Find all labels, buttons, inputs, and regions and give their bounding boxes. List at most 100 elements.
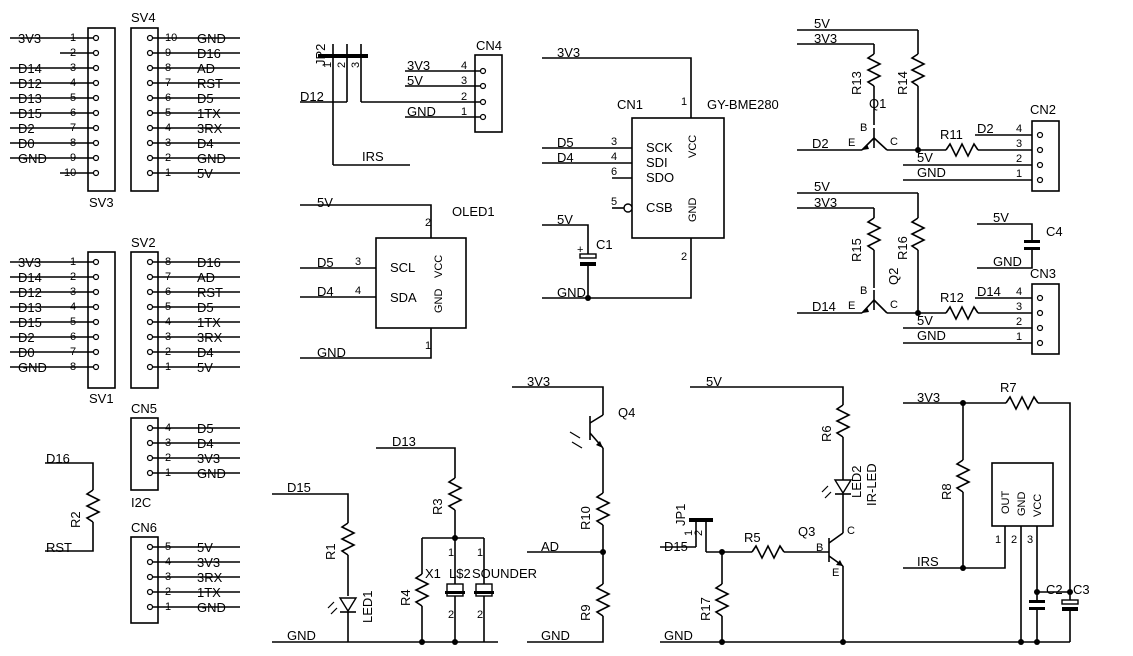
svg-text:R3: R3 xyxy=(430,498,445,515)
svg-text:8: 8 xyxy=(165,62,171,74)
oled1-ref: OLED1 xyxy=(452,204,495,219)
svg-text:CN2: CN2 xyxy=(1030,102,1056,117)
svg-text:D15: D15 xyxy=(287,480,311,495)
cn5-sub: I2C xyxy=(131,495,151,510)
svg-text:D5: D5 xyxy=(557,135,574,150)
svg-text:10: 10 xyxy=(64,167,76,179)
svg-text:E: E xyxy=(848,137,855,149)
sv1-net-1: 3V3 xyxy=(18,255,41,270)
svg-text:3: 3 xyxy=(355,256,361,268)
svg-text:2: 2 xyxy=(693,530,705,536)
sv4-net-8: AD xyxy=(197,61,215,76)
svg-text:C: C xyxy=(847,525,855,537)
svg-text:1: 1 xyxy=(448,547,454,559)
sv4-net-1: 5V xyxy=(197,166,213,181)
svg-text:2: 2 xyxy=(448,609,454,621)
svg-text:E: E xyxy=(848,300,855,312)
svg-text:2: 2 xyxy=(1016,316,1022,328)
svg-text:2: 2 xyxy=(1011,534,1017,546)
ir-led-stage: 5V R6 LED2 IR-LED Q3 B C E JP1 1 2 D15 R… xyxy=(660,374,1070,645)
svg-text:X1: X1 xyxy=(425,566,441,581)
sv4-net-3: D4 xyxy=(197,136,214,151)
svg-text:AD: AD xyxy=(541,539,559,554)
cn6-net-4: 3V3 xyxy=(197,555,220,570)
svg-text:3V3: 3V3 xyxy=(527,374,550,389)
q1-stage: 5V 3V3 R13 R14 Q1 B C E D2 R11 D2 5V xyxy=(797,16,1060,192)
svg-text:3: 3 xyxy=(611,136,617,148)
svg-text:D14: D14 xyxy=(812,299,836,314)
svg-text:Q4: Q4 xyxy=(618,405,635,420)
svg-text:1: 1 xyxy=(1016,168,1022,180)
sv2-net-2: D4 xyxy=(197,345,214,360)
svg-text:4: 4 xyxy=(165,316,171,328)
svg-text:R4: R4 xyxy=(398,589,413,606)
cn1-ref: CN1 xyxy=(617,97,643,112)
svg-text:R7: R7 xyxy=(1000,380,1017,395)
svg-text:6: 6 xyxy=(165,286,171,298)
svg-text:SCL: SCL xyxy=(390,260,415,275)
svg-text:CSB: CSB xyxy=(646,200,673,215)
svg-text:10: 10 xyxy=(165,32,177,44)
sv3-net-9: GND xyxy=(18,151,47,166)
sv1-net-3: D12 xyxy=(18,285,42,300)
svg-text:4: 4 xyxy=(70,301,76,313)
sv3-net-8: D0 xyxy=(18,136,35,151)
svg-text:3: 3 xyxy=(350,62,362,68)
svg-text:C3: C3 xyxy=(1073,582,1090,597)
bme280-label: GY-BME280 xyxy=(707,97,779,112)
svg-text:GND: GND xyxy=(287,628,316,643)
svg-text:4: 4 xyxy=(1016,123,1022,135)
svg-text:D12: D12 xyxy=(300,89,324,104)
bme280-module: CN1 GY-BME280 SCK SDI SDO CSB VCC GND 3V… xyxy=(542,45,779,301)
svg-text:B: B xyxy=(860,285,867,297)
sv3-net-5: D13 xyxy=(18,91,42,106)
sv2-net-5: D5 xyxy=(197,300,214,315)
svg-text:D5: D5 xyxy=(317,255,334,270)
svg-text:GND: GND xyxy=(317,345,346,360)
svg-text:3: 3 xyxy=(70,286,76,298)
svg-text:8: 8 xyxy=(70,137,76,149)
svg-text:5: 5 xyxy=(165,301,171,313)
svg-text:RST: RST xyxy=(46,540,72,555)
svg-text:1: 1 xyxy=(165,467,171,479)
svg-text:3V3: 3V3 xyxy=(814,31,837,46)
svg-text:3: 3 xyxy=(461,75,467,87)
svg-text:R15: R15 xyxy=(849,238,864,262)
svg-text:2: 2 xyxy=(336,62,348,68)
svg-text:GND: GND xyxy=(664,628,693,643)
svg-text:C1: C1 xyxy=(596,237,613,252)
sv3-net-3: D14 xyxy=(18,61,42,76)
sv2-net-4: 1TX xyxy=(197,315,221,330)
svg-text:R6: R6 xyxy=(819,425,834,442)
svg-text:+: + xyxy=(577,244,583,256)
svg-text:R11: R11 xyxy=(940,127,963,142)
svg-text:4: 4 xyxy=(1016,286,1022,298)
svg-text:2: 2 xyxy=(165,346,171,358)
cn6-net-5: 5V xyxy=(197,540,213,555)
svg-text:C4: C4 xyxy=(1046,224,1063,239)
sv4-net-4: 3RX xyxy=(197,121,223,136)
sv1-net-8: GND xyxy=(18,360,47,375)
sv4-net-2: GND xyxy=(197,151,226,166)
svg-text:JP1: JP1 xyxy=(673,504,688,526)
sv3-net-6: D15 xyxy=(18,106,42,121)
svg-text:R14: R14 xyxy=(895,71,910,95)
svg-text:2: 2 xyxy=(165,152,171,164)
svg-text:R9: R9 xyxy=(578,604,593,621)
svg-text:3: 3 xyxy=(165,437,171,449)
svg-text:5V: 5V xyxy=(317,195,333,210)
svg-text:IR-LED: IR-LED xyxy=(864,463,879,506)
svg-text:5V: 5V xyxy=(993,210,1009,225)
svg-text:3: 3 xyxy=(1027,534,1033,546)
sv3-ref: SV3 xyxy=(89,195,114,210)
sv3-net-7: D2 xyxy=(18,121,35,136)
svg-text:2: 2 xyxy=(70,271,76,283)
svg-text:3V3: 3V3 xyxy=(407,58,430,73)
svg-text:GND: GND xyxy=(687,198,699,223)
r2-resistor: D16 R2 RST xyxy=(45,451,101,555)
svg-text:2: 2 xyxy=(477,609,483,621)
sv4-net-10: GND xyxy=(197,31,226,46)
svg-text:4: 4 xyxy=(165,556,171,568)
svg-text:4: 4 xyxy=(355,285,361,297)
